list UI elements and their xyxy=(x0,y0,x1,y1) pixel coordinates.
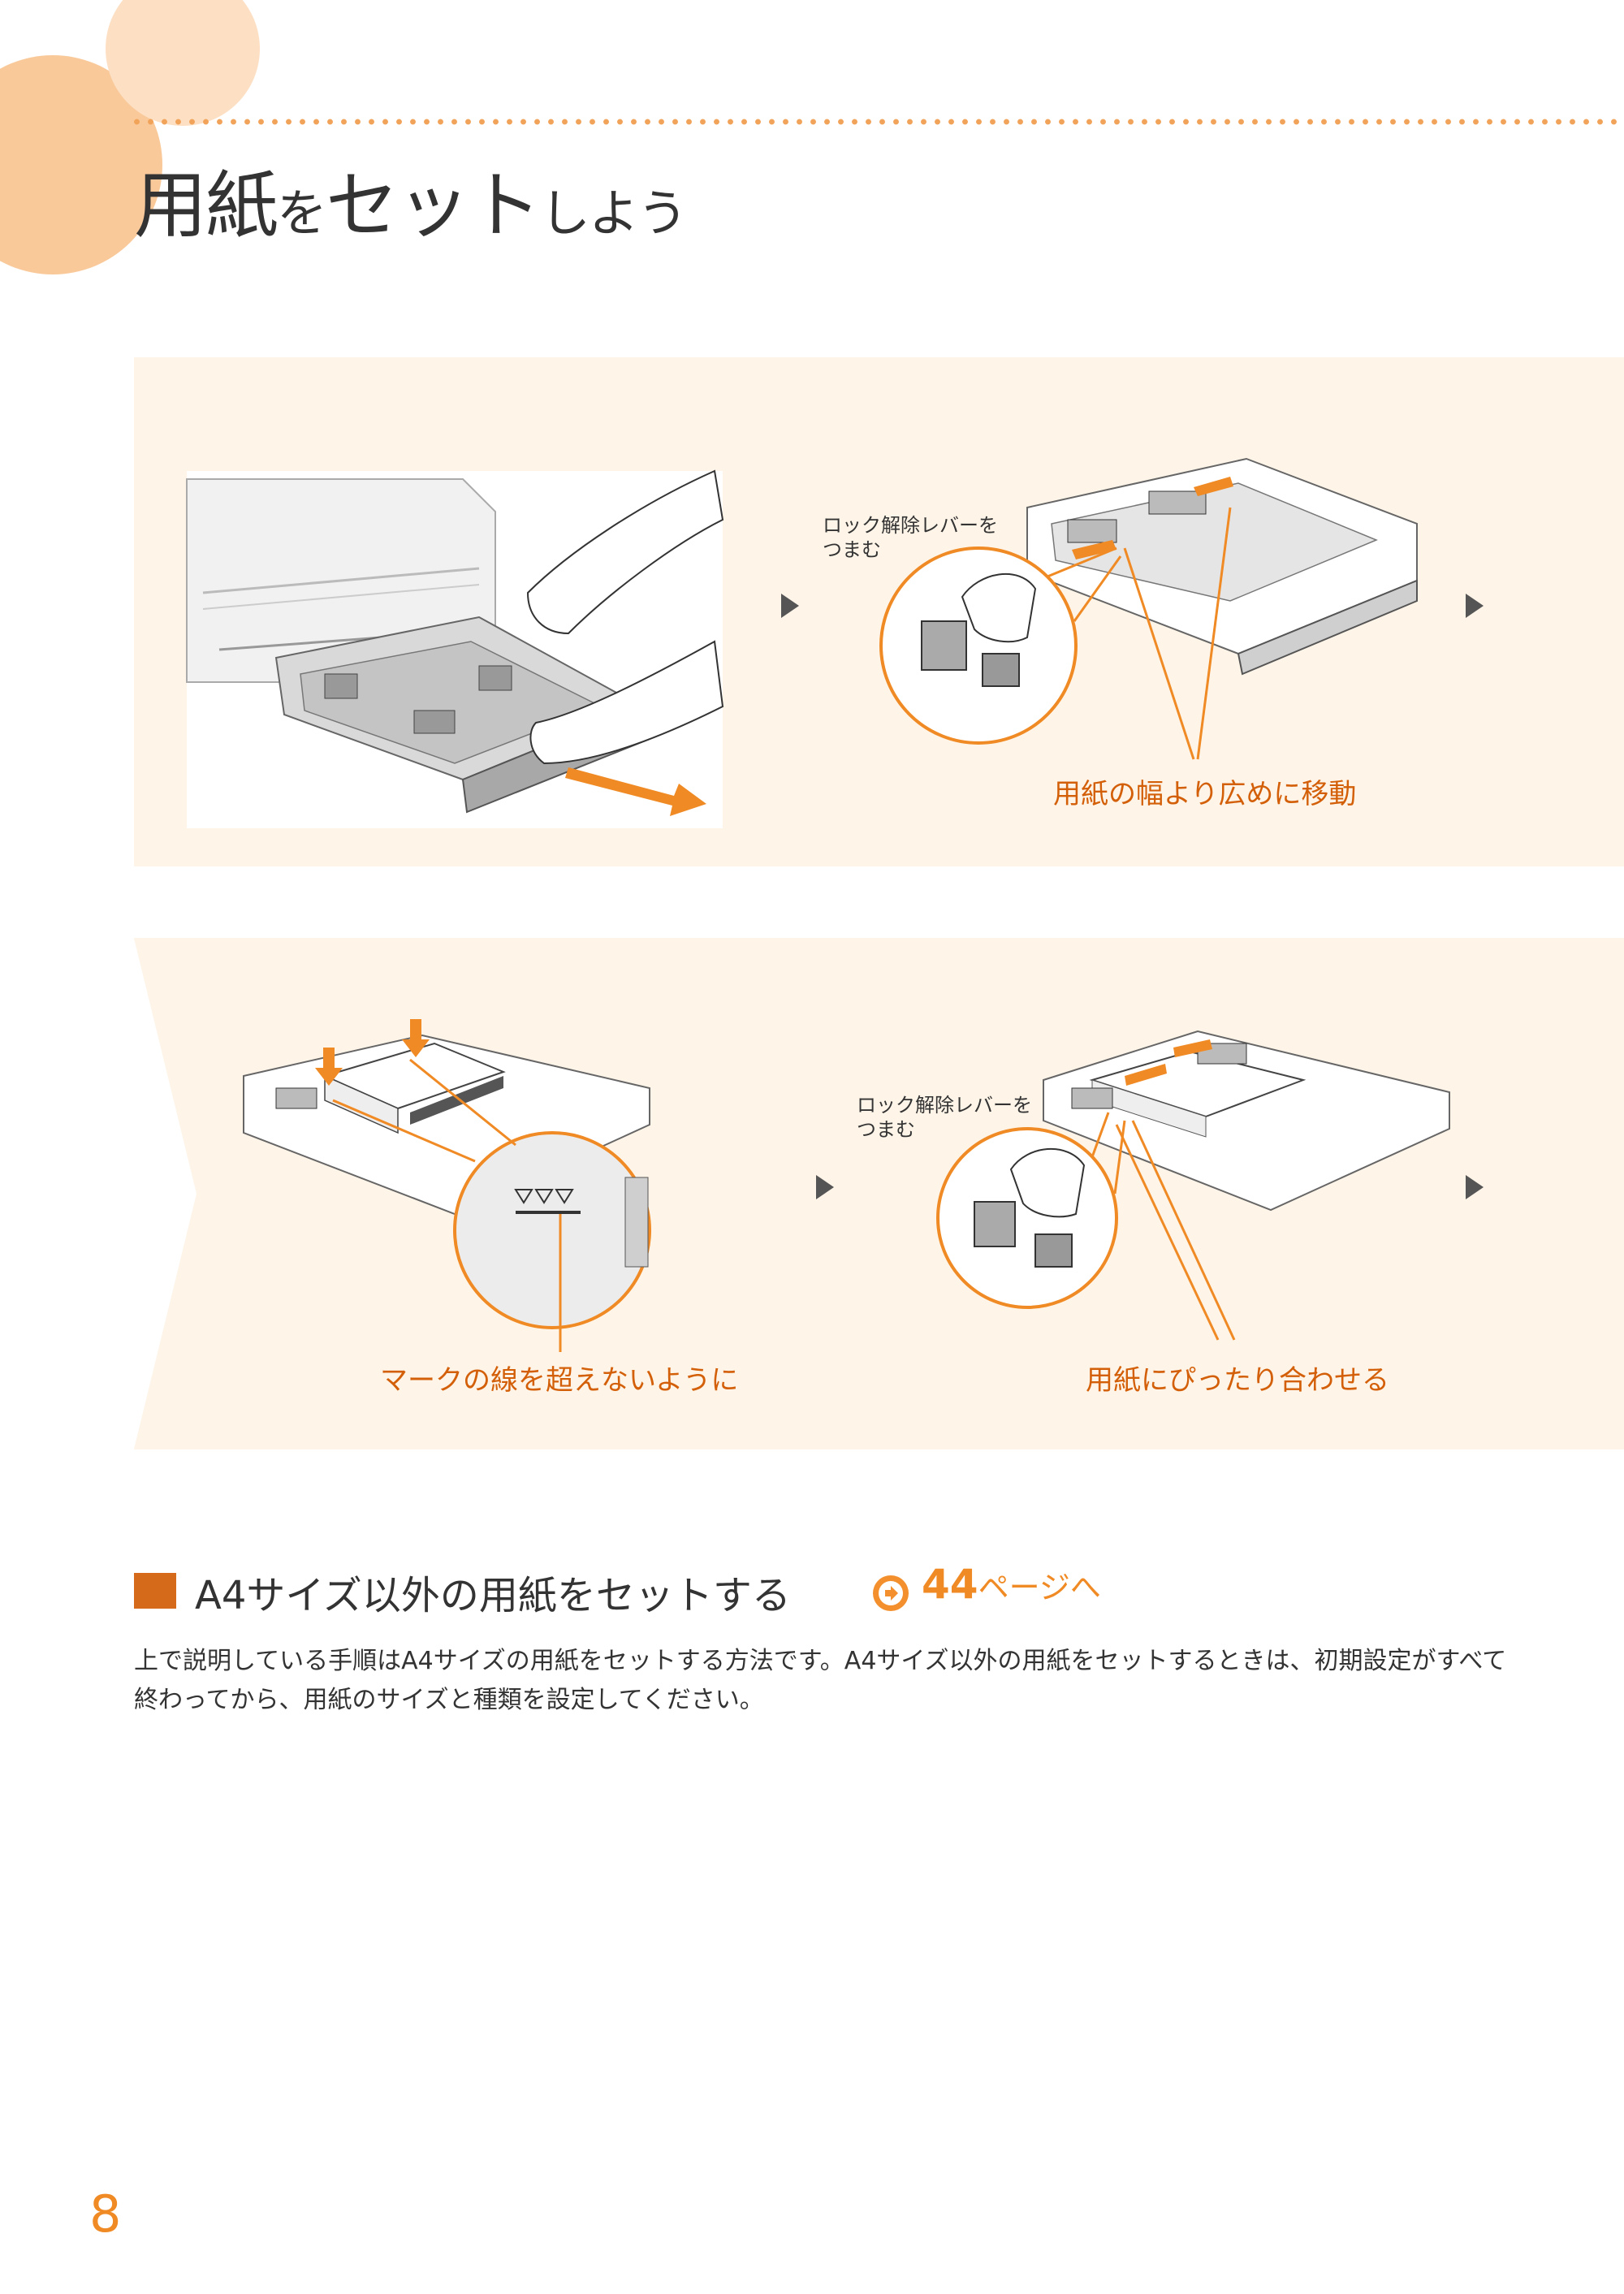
page-reference-link[interactable]: 44ページへ xyxy=(922,1561,1101,1608)
page-number: 8 xyxy=(89,2184,122,2244)
page-reference-number: 44 xyxy=(922,1561,978,1608)
illustration-pull-out-tray xyxy=(186,469,724,828)
lever-label: ロック解除レバーを つまむ xyxy=(823,514,998,561)
fit-guides-caption: 用紙にぴったり合わせる xyxy=(1086,1364,1389,1397)
illustration-load-paper xyxy=(243,1019,651,1352)
page-title-part: を xyxy=(277,184,327,243)
page-reference-suffix: ページへ xyxy=(978,1570,1101,1605)
section-title: A4サイズ以外の用紙をセットする xyxy=(195,1573,791,1618)
step-panel-2 xyxy=(134,938,1624,1449)
lever-label: ロック解除レバーを つまむ xyxy=(857,1094,1032,1141)
step-arrow-icon xyxy=(781,594,799,618)
page-title-part: しよう xyxy=(540,184,688,243)
page-title: 用紙をセットしよう xyxy=(134,146,688,252)
illustration-move-guides xyxy=(879,457,1418,760)
section-marker xyxy=(134,1573,176,1609)
page-title-part: 用紙 xyxy=(134,163,279,248)
decorative-circle-small xyxy=(106,0,260,126)
page-reference-arrow-icon[interactable] xyxy=(873,1575,909,1611)
step-arrow-icon xyxy=(1466,1175,1484,1199)
move-guides-caption: 用紙の幅より広めに移動 xyxy=(1053,778,1357,810)
step-arrow-icon xyxy=(1466,594,1484,618)
header-dotted-divider xyxy=(130,119,1624,125)
section-body-text: 上で説明している手順はA4サイズの用紙をセットする方法です。A4サイズ以外の用紙… xyxy=(134,1647,1507,1714)
arrow-right-icon xyxy=(879,1581,903,1605)
illustration-align-guides xyxy=(936,1030,1450,1341)
mark-caption: マークの線を超えないように xyxy=(380,1364,739,1397)
step-arrow-icon xyxy=(816,1175,834,1199)
page-title-part: セット xyxy=(326,163,542,248)
